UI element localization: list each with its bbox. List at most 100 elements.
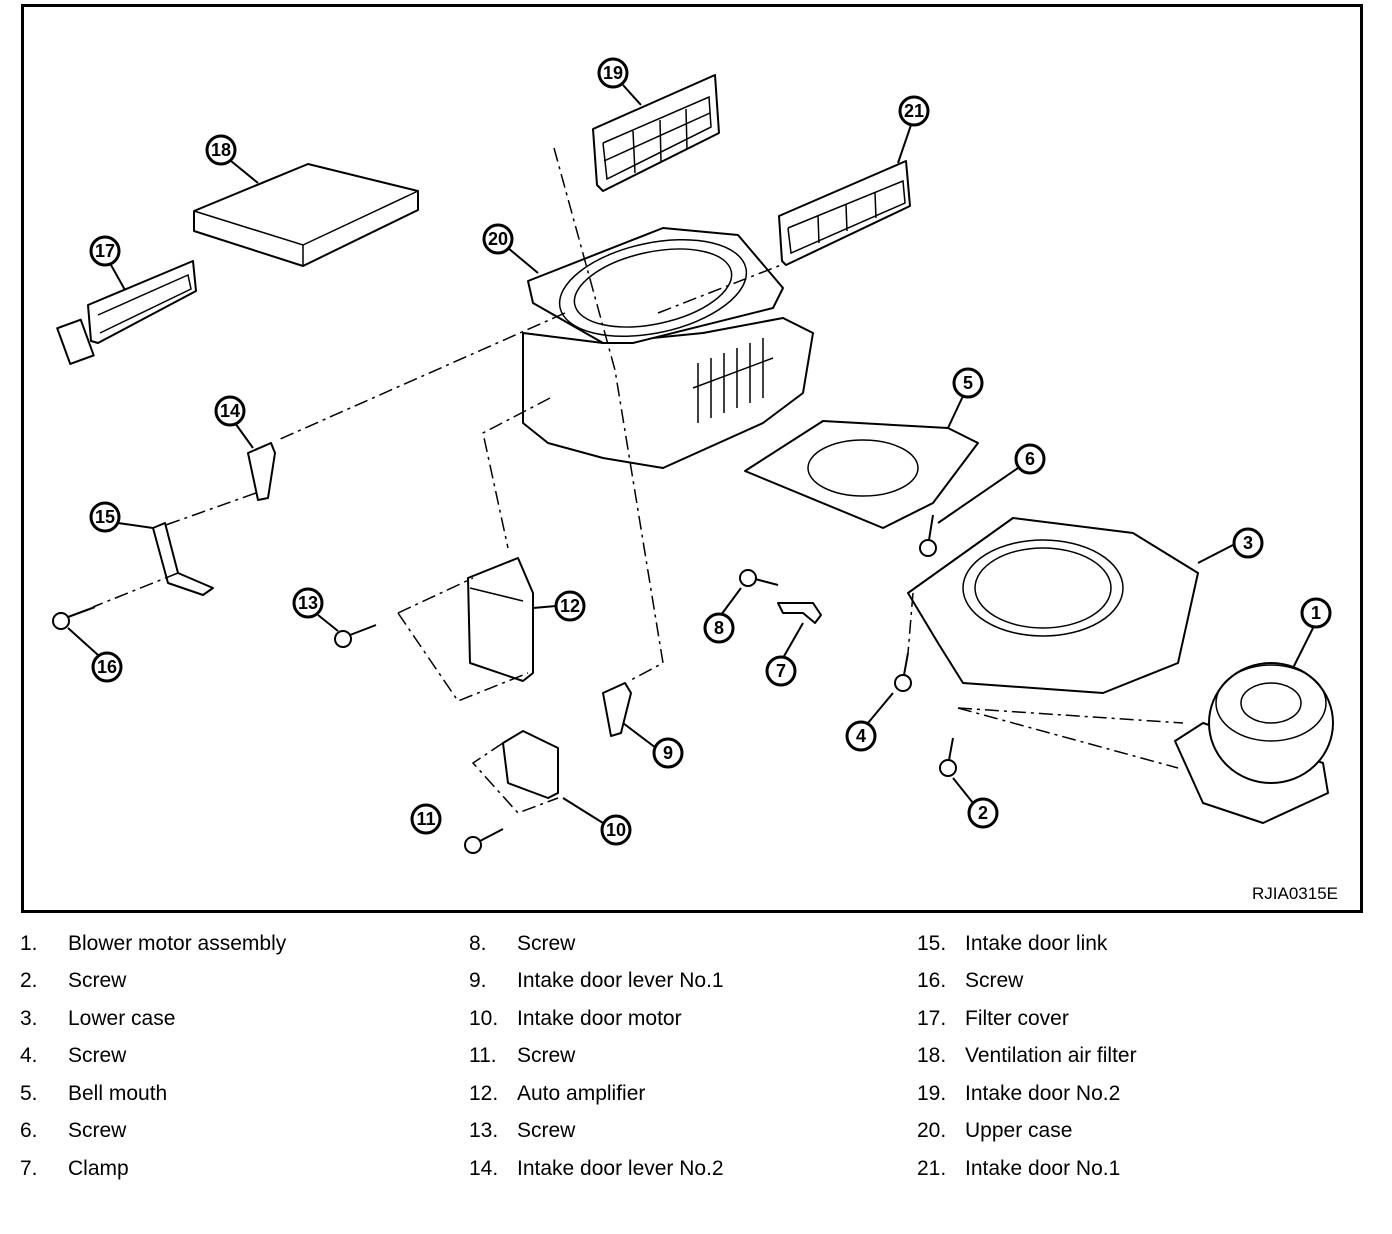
legend-item: 1.Blower motor assembly [20,925,286,963]
blower-motor-part [1174,662,1334,824]
svg-text:5: 5 [963,373,973,393]
legend-item: 8. Screw [469,925,724,963]
legend-item: 2. Screw [20,963,286,1001]
legend-column: 15.Intake door link 16.Screw 17.Filter c… [917,925,1137,1188]
callout-14: 14 [214,395,254,449]
legend-label: Intake door lever No.1 [517,969,724,993]
lower-case-part [907,517,1199,694]
callout-21: 21 [897,95,930,164]
callout-6: 6 [937,443,1046,524]
legend-column: 1.Blower motor assembly 2. Screw 3.Lower … [20,925,286,1188]
callout-13: 13 [292,587,339,632]
legend-item: 11. Screw [469,1038,724,1076]
filter-cover-part [56,260,197,365]
legend-item: 4.Screw [20,1038,286,1076]
legend-label: Filter cover [965,1006,1069,1030]
legend-label: Upper case [965,1119,1073,1143]
svg-text:21: 21 [904,101,924,121]
callout-12: 12 [532,590,586,622]
legend-item: 14.Intake door lever No.2 [469,1150,724,1188]
svg-text:4: 4 [856,726,866,746]
legend-label: Screw [517,1119,576,1143]
legend-number: 9. [469,969,487,993]
screw-16 [52,606,96,630]
intake-door-no2-part [592,74,720,192]
legend-number: 2. [20,969,38,993]
legend-item: 10.Intake door motor [469,1000,724,1038]
legend-label: Intake door No.1 [965,1156,1121,1180]
svg-text:7: 7 [776,661,786,681]
legend-item: 17. Filter cover [917,1000,1137,1038]
legend-column: 8. Screw 9. Intake door lever No.1 10.Inta… [469,925,724,1188]
callout-8: 8 [703,587,742,644]
legend-item: 18.Ventilation air filter [917,1038,1137,1076]
svg-text:10: 10 [606,820,626,840]
legend-label: Screw [517,931,576,955]
legend-number: 18. [917,1044,947,1068]
legend-item: 7. Clamp [20,1150,286,1188]
legend-label: Screw [965,969,1024,993]
callout-16: 16 [67,627,123,683]
legend-number: 10. [469,1006,499,1030]
callout-15: 15 [89,501,154,533]
callout-1: 1 [1292,597,1332,669]
screw-11 [464,828,504,854]
svg-text:20: 20 [488,229,508,249]
intake-door-lever-no2-part [247,442,276,501]
svg-text:14: 14 [220,401,240,421]
screw-6 [919,514,937,557]
svg-text:16: 16 [97,657,117,677]
legend-number: 21. [917,1156,947,1180]
svg-text:18: 18 [211,140,231,160]
legend-label: Screw [517,1044,576,1068]
screw-2 [939,737,957,777]
svg-text:11: 11 [416,809,435,829]
legend-label: Clamp [68,1156,129,1180]
legend-label: Bell mouth [68,1081,168,1105]
legend-item: 15.Intake door link [917,925,1137,963]
svg-text:12: 12 [560,596,580,616]
intake-door-motor-part [502,730,559,799]
svg-text:2: 2 [978,803,988,823]
intake-door-lever-no1-part [602,682,632,737]
legend-number: 12. [469,1081,499,1105]
svg-text:17: 17 [95,241,115,261]
legend-item: 20. Upper case [917,1113,1137,1151]
callout-9: 9 [622,722,684,769]
legend-label: Intake door link [965,931,1108,955]
callout-19: 19 [597,57,642,106]
legend-number: 20. [917,1119,947,1143]
legend-number: 5. [20,1081,38,1105]
legend-item: 19.Intake door No.2 [917,1075,1137,1113]
svg-text:8: 8 [714,618,724,638]
legend-item: 9. Intake door lever No.1 [469,963,724,1001]
svg-text:1: 1 [1311,603,1321,623]
legend-label: Auto amplifier [517,1081,646,1105]
callout-3: 3 [1197,527,1264,564]
legend-number: 17. [917,1006,947,1030]
legend-number: 7. [20,1156,38,1180]
screw-13 [334,624,377,648]
legend-number: 8. [469,931,487,955]
legend-label: Intake door No.2 [965,1081,1121,1105]
callout-11: 11 [410,803,442,835]
svg-text:19: 19 [603,63,623,83]
callout-2: 2 [952,777,999,829]
legend-label: Screw [68,969,127,993]
legend-item: 3.Lower case [20,1000,286,1038]
legend-label: Screw [68,1044,127,1068]
legend-item: 21. Intake door No.1 [917,1150,1137,1188]
legend-number: 1. [20,931,38,955]
svg-text:13: 13 [298,593,318,613]
callout-17: 17 [89,235,126,291]
auto-amplifier-part [467,557,534,682]
screw-8 [739,569,779,587]
screw-parts [52,514,957,854]
callout-18: 18 [205,134,259,184]
intake-door-no1-part [778,160,911,266]
legend-number: 11. [469,1044,497,1068]
svg-text:3: 3 [1243,533,1253,553]
svg-text:6: 6 [1025,449,1035,469]
callout-20: 20 [482,223,539,274]
legend-item: 6.Screw [20,1113,286,1151]
